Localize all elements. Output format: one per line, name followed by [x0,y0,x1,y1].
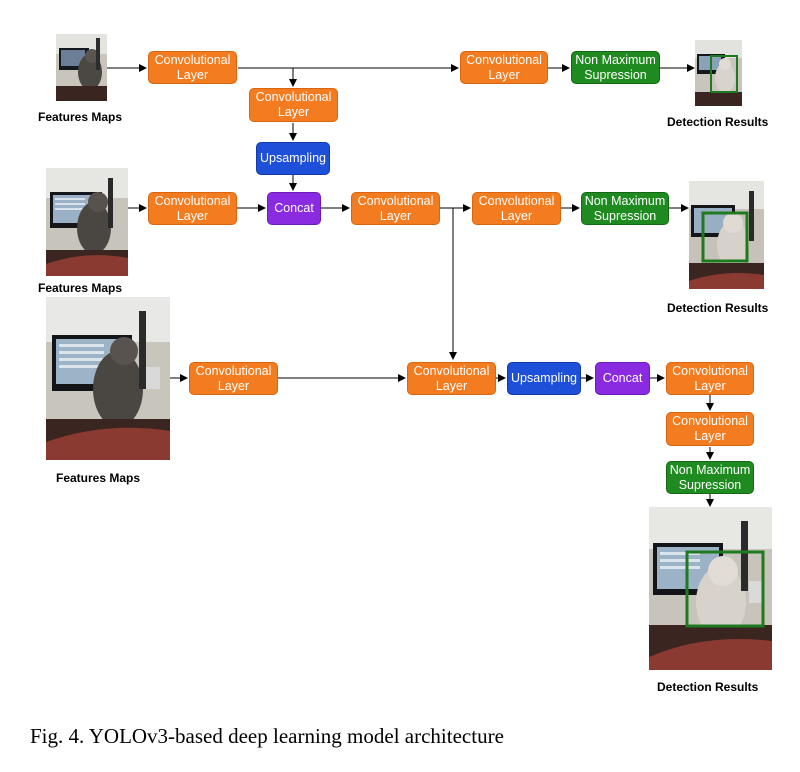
conv-layer-row1-a: Convolutional Layer [148,51,237,84]
features-maps-label-2: Features Maps [38,281,123,295]
conv-layer-row3-d: Convolutional Layer [666,412,754,446]
upsampling-row1: Upsampling [256,142,330,175]
conv-layer-row3-c: Convolutional Layer [666,362,754,395]
detection-result-image-medium [689,181,764,289]
detection-results-label-2: Detection Results [667,301,769,315]
conv-layer-row1-b: Convolutional Layer [249,88,338,122]
conv-layer-row2-a: Convolutional Layer [148,192,237,225]
conv-layer-row2-c: Convolutional Layer [472,192,561,225]
upsampling-row3: Upsampling [507,362,581,395]
conv-layer-row3-b: Convolutional Layer [407,362,496,395]
feature-map-image-small [56,34,107,101]
detection-results-label-3: Detection Results [657,680,759,694]
conv-layer-row1-c: Convolutional Layer [460,51,548,84]
detection-results-label-1: Detection Results [667,115,769,129]
features-maps-label-1: Features Maps [38,110,123,124]
figure-caption: Fig. 4. YOLOv3-based deep learning model… [30,724,504,748]
nms-row2: Non Maximum Supression [581,192,669,225]
conv-layer-row2-b: Convolutional Layer [351,192,440,225]
detection-result-image-large [649,507,772,670]
concat-row2: Concat [267,192,321,225]
nms-row3: Non Maximum Supression [666,461,754,494]
feature-map-image-medium [46,168,128,276]
concat-row3: Concat [595,362,650,395]
feature-map-image-large [46,297,170,460]
conv-layer-row3-a: Convolutional Layer [189,362,278,395]
detection-result-image-small [695,40,742,106]
features-maps-label-3: Features Maps [56,471,141,485]
nms-row1: Non Maximum Supression [571,51,660,84]
